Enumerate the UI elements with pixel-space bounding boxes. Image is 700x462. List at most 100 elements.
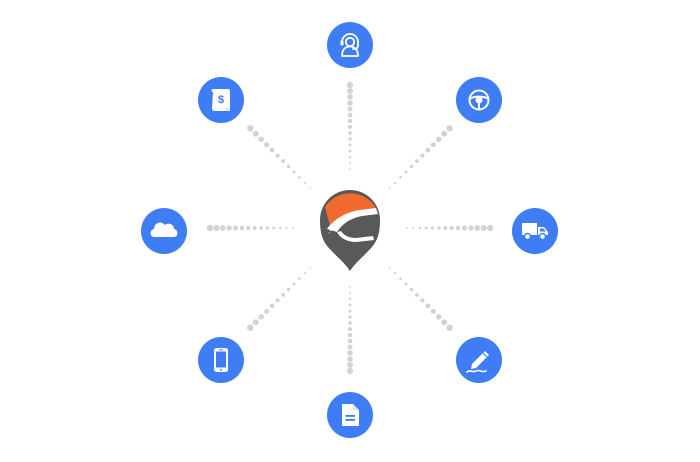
connector-dot xyxy=(346,81,354,89)
connector-dot xyxy=(486,224,494,232)
node-delivery[interactable] xyxy=(512,208,558,254)
node-mobile[interactable] xyxy=(198,337,244,383)
connector-dot xyxy=(412,226,415,230)
connector-dot xyxy=(347,118,353,124)
connector-dot xyxy=(269,303,275,309)
connector-dot xyxy=(264,308,270,314)
connector-dot xyxy=(399,176,402,179)
connector-dot xyxy=(258,313,265,320)
connector-dot xyxy=(309,187,312,190)
connector-dot xyxy=(414,159,419,164)
connector-dot xyxy=(259,226,263,230)
connector-dot xyxy=(292,170,296,174)
connector-dot xyxy=(258,136,265,143)
connector-dot xyxy=(252,226,257,230)
connector-dot xyxy=(425,303,431,309)
pencil-signature-icon xyxy=(466,351,489,373)
connector-dot xyxy=(303,271,307,275)
document-icon xyxy=(342,404,359,426)
connector-dot xyxy=(455,225,461,231)
connector-dot xyxy=(430,142,436,148)
connector-dot xyxy=(348,297,352,301)
connector-dot xyxy=(247,125,254,132)
connector-dot xyxy=(474,225,481,231)
connector-dot xyxy=(348,309,352,313)
node-billing[interactable]: $ xyxy=(198,77,244,123)
node-support[interactable] xyxy=(327,22,373,68)
connector-dot xyxy=(292,227,294,229)
connector-dot xyxy=(347,106,353,112)
connector-dot xyxy=(278,226,282,230)
connector-dot xyxy=(424,226,428,230)
connector-dot xyxy=(347,356,353,362)
connector-dot xyxy=(347,332,353,338)
connector-dot xyxy=(435,136,442,143)
connector-dot xyxy=(348,137,352,141)
connector-lines xyxy=(206,81,494,375)
connector-dot xyxy=(347,124,353,130)
connector-dot xyxy=(446,324,453,331)
connector-dot xyxy=(281,159,286,164)
connector-dot xyxy=(219,225,226,231)
connector-dot xyxy=(348,131,352,135)
connector-dot xyxy=(286,287,291,292)
node-signature[interactable] xyxy=(456,337,502,383)
connector-dot xyxy=(348,291,352,295)
connector-dot xyxy=(252,130,259,137)
connector-dot xyxy=(437,226,441,230)
connector-dot xyxy=(275,153,280,158)
connector-dot xyxy=(404,282,408,286)
connector-dot xyxy=(226,225,232,231)
connector-dot xyxy=(292,282,296,286)
connector-dot xyxy=(286,164,291,169)
connector-dot xyxy=(347,100,353,106)
connector-dot xyxy=(348,149,352,153)
connector-dot xyxy=(298,277,301,280)
connector-dot xyxy=(468,225,474,231)
connector-dot xyxy=(247,324,254,331)
connector-dot xyxy=(420,153,425,158)
connector-dot xyxy=(348,155,352,159)
node-document[interactable] xyxy=(327,392,373,438)
connector-dot xyxy=(348,161,352,165)
connector-dot xyxy=(388,266,391,269)
connector-dot xyxy=(393,181,397,185)
headset-support-icon xyxy=(340,33,359,57)
connector-dot xyxy=(206,224,214,232)
connector-dot xyxy=(264,142,270,148)
connector-dot xyxy=(346,87,354,95)
connector-dot xyxy=(347,338,353,344)
connector-dot xyxy=(347,344,353,350)
connector-dot xyxy=(449,225,454,231)
connector-dot xyxy=(348,303,352,307)
connector-dot xyxy=(346,361,354,369)
connector-dot xyxy=(347,350,353,356)
connector-dot xyxy=(239,225,245,231)
connector-dot xyxy=(213,224,220,232)
connector-dot xyxy=(418,226,422,230)
node-driver[interactable] xyxy=(456,77,502,123)
connector-dot xyxy=(347,112,353,118)
connector-dot xyxy=(298,176,301,179)
connector-dot xyxy=(409,287,414,292)
connector-dot xyxy=(346,367,354,375)
delivery-truck-icon xyxy=(522,223,548,241)
connector-dot xyxy=(309,266,312,269)
connector-dot xyxy=(349,286,351,288)
smartphone-icon xyxy=(214,348,228,372)
connector-dot xyxy=(443,226,448,230)
invoice-dollar-icon: $ xyxy=(211,89,230,111)
steering-wheel-icon xyxy=(468,89,490,111)
connector-dot xyxy=(347,326,353,332)
connector-dot xyxy=(303,181,307,185)
connector-dot xyxy=(404,170,408,174)
connector-dot xyxy=(435,313,442,320)
node-cloud[interactable] xyxy=(141,208,187,254)
svg-text:$: $ xyxy=(218,94,224,106)
connector-dot xyxy=(272,226,276,230)
connector-dot xyxy=(349,168,351,170)
connector-dot xyxy=(348,321,352,325)
connector-dot xyxy=(480,224,487,232)
